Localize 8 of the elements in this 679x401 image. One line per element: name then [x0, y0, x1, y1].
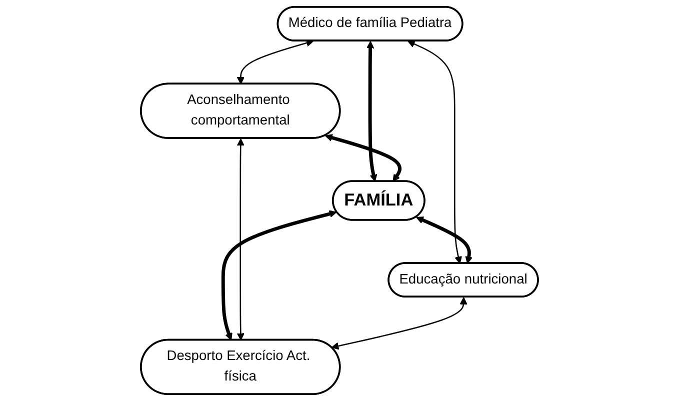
arrow [325, 134, 402, 182]
arrow [408, 40, 462, 264]
arrow [236, 138, 245, 341]
arrow [416, 216, 473, 264]
arrow [366, 40, 378, 182]
arrow [221, 210, 337, 341]
arrow [331, 297, 468, 350]
arrow [236, 39, 314, 84]
